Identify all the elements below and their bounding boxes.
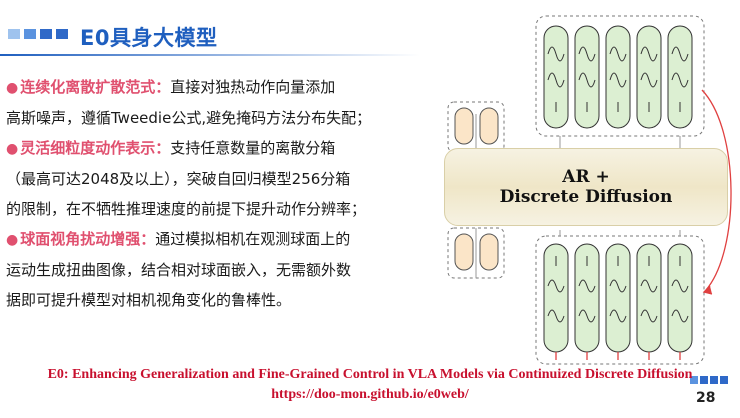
decor-square-icon <box>56 29 68 39</box>
bottom-action-pills <box>543 243 693 353</box>
bullet-heading: 球面视角扰动增强： <box>20 230 156 248</box>
bullet-dot-icon: ● <box>6 141 19 157</box>
bullet-heading: 灵活细粒度动作表示： <box>20 139 171 157</box>
slide-title: E0具身大模型 <box>80 26 218 50</box>
title-underline <box>0 54 420 56</box>
token-pill-icon <box>454 233 474 271</box>
decor-square-icon <box>40 29 52 39</box>
bullet-item: ●灵活细粒度动作表示：支持任意数量的离散分箱 （最高可达2048及以上），突破自… <box>6 133 442 224</box>
page-number: 28 <box>696 390 716 406</box>
bullet-dot-icon: ● <box>6 80 19 96</box>
top-action-group <box>535 15 705 137</box>
bullet-text: 据即可提升模型对相机视角变化的鲁棒性。 <box>6 291 292 309</box>
bullet-text: 通过模拟相机在观测球面上的 <box>155 230 351 248</box>
bullet-text: 运动生成扭曲图像，结合相对球面嵌入，无需额外数 <box>6 261 352 279</box>
ar-label: AR + <box>562 167 610 187</box>
feedback-arrows <box>555 89 732 360</box>
decor-square-icon <box>24 29 36 39</box>
bullet-text: 高斯噪声，遵循Tweedie公式,避免掩码方法分布失配； <box>6 109 372 127</box>
bullet-text: （最高可达2048及以上），突破自回归模型256分箱 <box>6 170 351 188</box>
title-decoration <box>8 16 72 52</box>
project-url[interactable]: https://doo-mon.github.io/e0web/ <box>271 387 469 402</box>
connector-lines <box>475 114 681 278</box>
paper-title: E0: Enhancing Generalization and Fine-Gr… <box>47 367 693 382</box>
token-pill-icon <box>454 107 474 145</box>
corner-decoration <box>690 376 730 384</box>
bullet-text: 支持任意数量的离散分箱 <box>170 139 336 157</box>
bullet-item: ●连续化离散扩散范式：直接对独热动作向量添加 高斯噪声，遵循Tweedie公式,… <box>6 72 442 133</box>
top-action-pills <box>543 25 693 129</box>
discrete-diffusion-label: Discrete Diffusion <box>499 187 673 207</box>
decor-square-icon <box>720 376 728 384</box>
bullet-heading: 连续化离散扩散范式： <box>20 78 171 96</box>
bottom-action-group <box>535 235 705 365</box>
bullet-item: ●球面视角扰动增强：通过模拟相机在观测球面上的 运动生成扭曲图像，结合相对球面嵌… <box>6 224 442 315</box>
bullet-text: 直接对独热动作向量添加 <box>170 78 336 96</box>
ar-discrete-diffusion-block: AR + Discrete Diffusion <box>444 148 728 226</box>
decor-square-icon <box>690 376 698 384</box>
decor-square-icon <box>710 376 718 384</box>
decor-square-icon <box>700 376 708 384</box>
token-pill-icon <box>479 107 499 145</box>
token-pill-icon <box>479 233 499 271</box>
decor-square-icon <box>8 29 20 39</box>
architecture-diagram <box>447 15 732 365</box>
bullet-list: ●连续化离散扩散范式：直接对独热动作向量添加 高斯噪声，遵循Tweedie公式,… <box>6 72 442 315</box>
bullet-dot-icon: ● <box>6 232 19 248</box>
bullet-text: 的限制，在不牺牲推理速度的前提下提升动作分辨率； <box>6 200 367 218</box>
